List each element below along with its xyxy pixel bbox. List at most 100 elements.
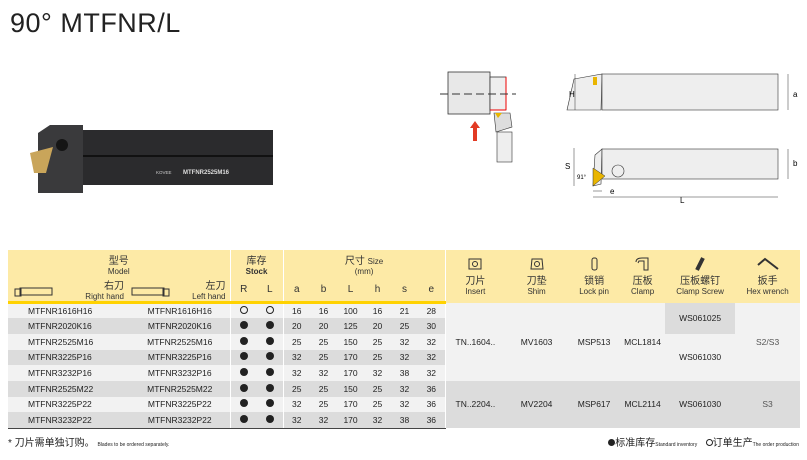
standard-inventory-icon [239, 383, 248, 392]
standard-inventory-icon [265, 321, 274, 330]
size-h: 20 [364, 318, 392, 334]
stock-l-cell [257, 380, 284, 397]
standard-inventory-icon [265, 336, 274, 345]
size-a: 32 [283, 365, 311, 381]
size-s: 32 [391, 333, 419, 350]
size-e: 28 [418, 302, 446, 319]
right-hand-model: MTFNR3232P22 [8, 412, 130, 429]
standard-inventory-icon [239, 336, 248, 345]
stock-l-cell [257, 302, 284, 319]
size-a: 32 [283, 396, 311, 413]
stock-l-cell [257, 349, 284, 366]
clamp-screw-value: WS061030 [665, 333, 736, 381]
stock-r-cell [230, 365, 258, 381]
part-label: MTFNR2525M16 [183, 170, 230, 176]
left-hand-model: MTFNR3232P22 [130, 412, 231, 429]
stock-r-cell [230, 412, 258, 429]
size-s: 25 [391, 318, 419, 334]
shim-value: MV1603 [505, 302, 569, 381]
size-a: 32 [283, 412, 311, 429]
dimension-drawing: H a S b 91° e L [440, 71, 798, 205]
right-hand-model: MTFNR3225P22 [8, 396, 130, 413]
size-l-header: L [337, 277, 365, 304]
stock-r-header: R [230, 277, 258, 304]
size-e: 36 [418, 380, 446, 397]
size-b: 25 [310, 380, 338, 397]
wrench-value: S3 [735, 380, 801, 428]
lockpin-value: MSP617 [568, 380, 621, 428]
stock-l-cell [257, 365, 284, 381]
size-b: 25 [310, 349, 338, 366]
stock-r-cell [230, 396, 258, 413]
size-h: 32 [364, 412, 392, 429]
size-e-header: e [418, 277, 446, 304]
stock-r-cell [230, 349, 258, 366]
standard-inventory-icon [239, 352, 248, 361]
right-hand-model: MTFNR3225P16 [8, 349, 130, 366]
size-a: 32 [283, 349, 311, 366]
tool-holder-photo: KOVEE MTFNR2525M16 [30, 125, 273, 193]
size-b: 16 [310, 302, 338, 319]
size-l: 150 [337, 380, 365, 397]
clamp-value: MCL1814 [620, 302, 666, 381]
size-h: 25 [364, 333, 392, 350]
size-s: 32 [391, 349, 419, 366]
size-e: 32 [418, 365, 446, 381]
size-b: 32 [310, 412, 338, 429]
right-hand-model: MTFNR2020K16 [8, 318, 130, 334]
stock-r-cell [230, 302, 258, 319]
size-b-header: b [310, 277, 338, 304]
size-h: 25 [364, 380, 392, 397]
size-header: 尺寸 Size(mm) [283, 250, 446, 277]
standard-inventory-icon [265, 368, 274, 377]
lock-pin-icon [591, 257, 598, 271]
standard-inventory-icon [265, 352, 274, 361]
clamp-screw-icon [695, 256, 705, 271]
stock-l-cell [257, 412, 284, 429]
size-e: 32 [418, 349, 446, 366]
size-s: 21 [391, 302, 419, 319]
dim-a-label: a [793, 90, 798, 99]
size-e: 36 [418, 412, 446, 429]
insert-value: TN..2204.. [445, 380, 506, 428]
dim-b-label: b [793, 159, 798, 168]
stock-l-cell [257, 333, 284, 350]
insert-value: TN..1604.. [445, 302, 506, 381]
order-production-icon [265, 306, 274, 315]
footnote: * 刀片需单独订购。 Blades to be ordered separate… [8, 438, 170, 449]
size-a: 25 [283, 333, 311, 350]
size-b: 20 [310, 318, 338, 334]
dim-angle-label: 91° [577, 175, 587, 181]
size-a: 20 [283, 318, 311, 334]
left-hand-model: MTFNR1616H16 [130, 302, 231, 319]
clamp-screw-value: WS061025 [665, 302, 736, 334]
feed-arrow-icon [470, 121, 480, 141]
standard-inventory-icon [265, 399, 274, 408]
size-b: 25 [310, 396, 338, 413]
size-h: 25 [364, 396, 392, 413]
right-hand-model: MTFNR2525M22 [8, 380, 130, 397]
stock-r-cell [230, 318, 258, 334]
size-l: 170 [337, 412, 365, 429]
stock-l-cell [257, 396, 284, 413]
standard-inventory-icon [239, 399, 248, 408]
order-production-icon [239, 306, 248, 315]
right-hand-model: MTFNR2525M16 [8, 333, 130, 350]
left-hand-model: MTFNR2525M16 [130, 333, 231, 350]
size-s: 32 [391, 380, 419, 397]
standard-inventory-icon [239, 414, 248, 423]
size-h: 25 [364, 349, 392, 366]
stock-r-cell [230, 380, 258, 397]
